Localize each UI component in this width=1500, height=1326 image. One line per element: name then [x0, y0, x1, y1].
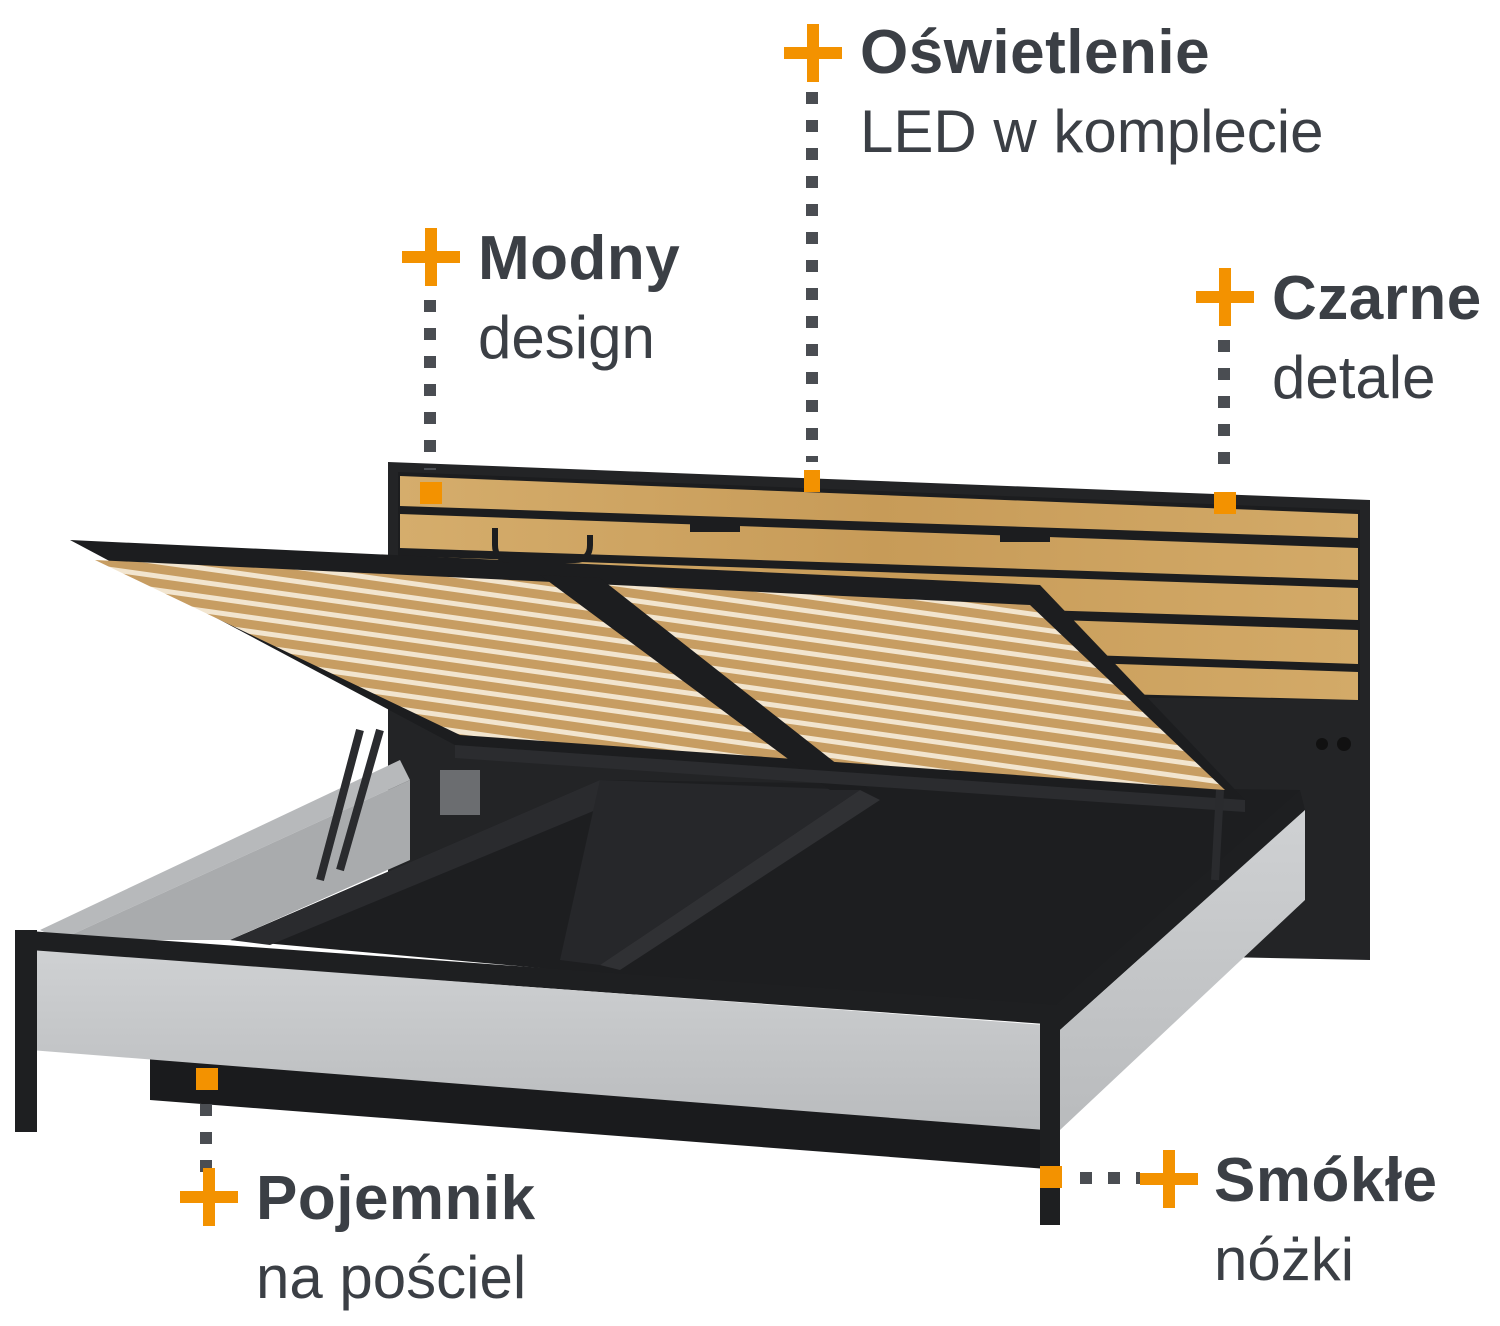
callout-subtitle: design	[478, 304, 655, 371]
storage-box	[40, 760, 1300, 1015]
callout-subtitle: detale	[1272, 344, 1436, 411]
callout-subtitle: nóżki	[1214, 1226, 1355, 1293]
callout-title: Pojemnik	[256, 1164, 536, 1233]
plus-icon	[1196, 268, 1254, 326]
lifted-slat-frame	[70, 528, 1245, 812]
callout-title: Czarne	[1272, 264, 1482, 333]
plus-icon	[1140, 1150, 1198, 1208]
callout-title: Smókłe	[1214, 1146, 1438, 1215]
plus-icon	[784, 24, 842, 82]
dotted-leader-line	[1040, 1166, 1140, 1188]
plus-icon	[180, 1168, 238, 1226]
dotted-leader-line	[420, 300, 442, 504]
dotted-leader-line	[804, 92, 820, 492]
right-side-rail	[1050, 790, 1305, 1130]
callout-title: Oświetlenie	[860, 18, 1211, 87]
gas-struts	[316, 728, 1224, 882]
callout-subtitle: na pościel	[256, 1244, 527, 1311]
dotted-leader-line	[196, 1068, 218, 1178]
callout-subtitle: LED w komplecie	[860, 98, 1324, 165]
strut-bracket	[440, 770, 480, 815]
callout-title: Modny	[478, 224, 681, 293]
plus-icon	[402, 228, 460, 286]
dotted-leader-line	[1214, 340, 1236, 514]
